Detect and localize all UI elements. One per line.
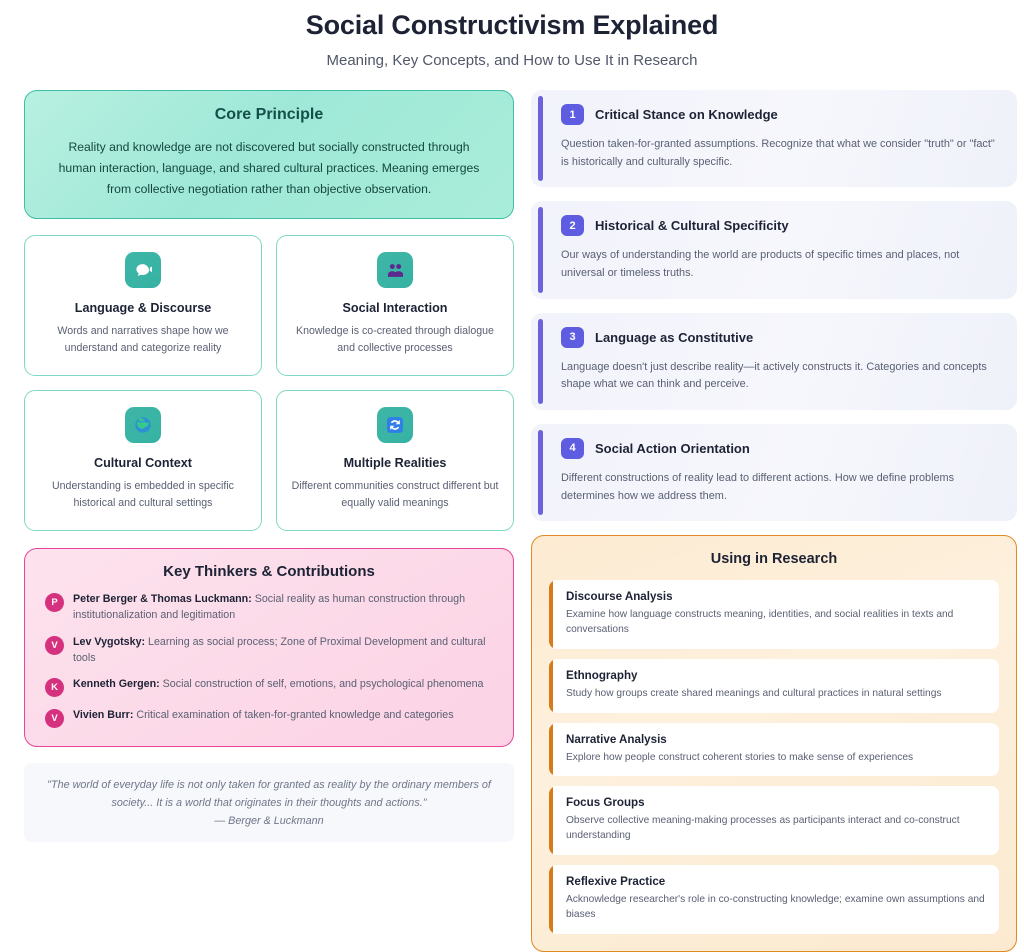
thinker-text: Lev Vygotsky: Learning as social process… bbox=[73, 635, 493, 667]
concept-description: Words and narratives shape how we unders… bbox=[57, 325, 229, 355]
thinker-initial-badge: P bbox=[45, 593, 64, 613]
core-principle-title: Core Principle bbox=[214, 106, 324, 123]
principle-number-badge: 4 bbox=[561, 437, 584, 459]
page-header: Social Constructivism Explained Meaning,… bbox=[24, 0, 1000, 69]
research-method-description: Study how groups create shared meanings … bbox=[566, 687, 942, 699]
concept-description: Knowledge is co-created through dialogue… bbox=[296, 325, 494, 355]
principle-number-badge: 2 bbox=[561, 215, 584, 237]
principle-description: Our ways of understanding the world are … bbox=[561, 249, 960, 279]
thinker-contribution: Social reality as human construction thr… bbox=[73, 593, 466, 621]
accent-bar bbox=[549, 580, 553, 649]
concept-card-cultural-context[interactable]: Cultural Context Understanding is embedd… bbox=[24, 390, 262, 532]
thinker-text: Vivien Burr: Critical examination of tak… bbox=[73, 708, 454, 724]
thinker-contribution: Learning as social process; Zone of Prox… bbox=[73, 635, 486, 664]
principle-header: 4 Social Action Orientation bbox=[561, 437, 999, 459]
research-method-description: Acknowledge researcher's role in co-cons… bbox=[566, 893, 985, 920]
thinker-item: V Lev Vygotsky: Learning as social proce… bbox=[45, 635, 493, 667]
research-method-name: Ethnography bbox=[566, 668, 638, 682]
research-method-description: Explore how people construct coherent st… bbox=[566, 751, 914, 763]
research-method-ethnography[interactable]: Ethnography Study how groups create shar… bbox=[549, 658, 999, 713]
accent-bar bbox=[538, 207, 543, 293]
thinker-name: Vivien Burr: bbox=[73, 709, 134, 722]
globe-icon bbox=[125, 407, 161, 444]
accent-bar bbox=[538, 429, 543, 516]
principle-header: 3 Language as Constitutive bbox=[561, 326, 999, 348]
thinker-initial-badge: K bbox=[45, 678, 64, 698]
thinker-contribution: Social construction of self, emotions, a… bbox=[159, 678, 484, 691]
principle-number-badge: 3 bbox=[561, 326, 584, 348]
principle-header: 2 Historical & Cultural Specificity bbox=[561, 215, 999, 237]
research-method-description: Examine how language constructs meaning,… bbox=[566, 609, 954, 636]
core-principle-text: Reality and knowledge are not discovered… bbox=[58, 140, 480, 197]
concept-card-grid: Language & Discourse Words and narrative… bbox=[24, 235, 514, 532]
research-method-focus-groups[interactable]: Focus Groups Observe collective meaning-… bbox=[549, 786, 999, 855]
principle-description: Different constructions of reality lead … bbox=[561, 471, 955, 502]
concept-title: Cultural Context bbox=[94, 456, 192, 471]
principle-card-1[interactable]: 1 Critical Stance on Knowledge Question … bbox=[531, 90, 1017, 188]
quote-attribution: — Berger & Luckmann bbox=[214, 815, 324, 828]
accent-bar bbox=[538, 96, 543, 182]
principle-title: Historical & Cultural Specificity bbox=[595, 218, 789, 234]
concept-description: Understanding is embedded in specific hi… bbox=[52, 480, 234, 510]
concept-title: Language & Discourse bbox=[74, 301, 212, 316]
principle-header: 1 Critical Stance on Knowledge bbox=[561, 104, 999, 125]
principle-title: Critical Stance on Knowledge bbox=[595, 107, 778, 122]
content-columns: Core Principle Reality and knowledge are… bbox=[24, 90, 1017, 952]
research-method-name: Focus Groups bbox=[566, 796, 645, 810]
accent-bar bbox=[549, 658, 553, 713]
concept-title: Multiple Realities bbox=[343, 456, 447, 471]
infographic-page: Social Constructivism Explained Meaning,… bbox=[24, 0, 1017, 952]
principle-title: Language as Constitutive bbox=[595, 329, 754, 345]
quote-block: "The world of everyday life is not only … bbox=[24, 763, 514, 843]
research-method-description: Observe collective meaning-making proces… bbox=[566, 815, 960, 842]
refresh-cycle-icon bbox=[377, 407, 413, 444]
page-title: Social Constructivism Explained bbox=[305, 10, 719, 40]
principle-title: Social Action Orientation bbox=[595, 440, 750, 456]
concept-description: Different communities construct differen… bbox=[291, 480, 499, 510]
thinker-contribution: Critical examination of taken-for-grante… bbox=[133, 709, 454, 722]
concept-title: Social Interaction bbox=[342, 301, 448, 316]
research-method-name: Reflexive Practice bbox=[566, 874, 666, 888]
accent-bar bbox=[549, 864, 553, 934]
left-column: Core Principle Reality and knowledge are… bbox=[24, 90, 514, 843]
thinker-text: Peter Berger & Thomas Luckmann: Social r… bbox=[73, 592, 493, 624]
research-method-discourse-analysis[interactable]: Discourse Analysis Examine how language … bbox=[549, 580, 999, 649]
core-principle-card: Core Principle Reality and knowledge are… bbox=[24, 90, 514, 220]
research-method-reflexive-practice[interactable]: Reflexive Practice Acknowledge researche… bbox=[549, 864, 999, 934]
concept-card-multiple-realities[interactable]: Multiple Realities Different communities… bbox=[276, 390, 514, 532]
accent-bar bbox=[549, 722, 553, 777]
concept-card-social-interaction[interactable]: Social Interaction Knowledge is co-creat… bbox=[276, 235, 514, 377]
two-people-icon bbox=[377, 252, 413, 289]
principle-card-4[interactable]: 4 Social Action Orientation Different co… bbox=[531, 423, 1017, 522]
principle-card-3[interactable]: 3 Language as Constitutive Language does… bbox=[531, 312, 1017, 410]
right-column: 1 Critical Stance on Knowledge Question … bbox=[531, 90, 1017, 952]
thinker-name: Peter Berger & Thomas Luckmann: bbox=[73, 593, 252, 606]
research-method-narrative-analysis[interactable]: Narrative Analysis Explore how people co… bbox=[549, 722, 999, 777]
principle-description: Language doesn't just describe reality—i… bbox=[561, 360, 987, 391]
thinker-initial-badge: V bbox=[45, 635, 64, 655]
research-method-name: Narrative Analysis bbox=[566, 732, 667, 746]
key-thinkers-card: Key Thinkers & Contributions P Peter Ber… bbox=[24, 548, 514, 748]
thinker-item: K Kenneth Gergen: Social construction of… bbox=[45, 677, 493, 698]
thinker-text: Kenneth Gergen: Social construction of s… bbox=[73, 677, 484, 693]
using-in-research-title: Using in Research bbox=[710, 551, 838, 568]
thinker-item: V Vivien Burr: Critical examination of t… bbox=[45, 708, 493, 729]
principle-card-2[interactable]: 2 Historical & Cultural Specificity Our … bbox=[531, 201, 1017, 299]
speech-bubble-icon bbox=[125, 252, 161, 289]
thinker-item: P Peter Berger & Thomas Luckmann: Social… bbox=[45, 592, 493, 624]
principle-number-badge: 1 bbox=[561, 104, 584, 125]
thinker-initial-badge: V bbox=[45, 709, 64, 729]
concept-card-language-discourse[interactable]: Language & Discourse Words and narrative… bbox=[24, 235, 262, 377]
accent-bar bbox=[549, 786, 553, 855]
page-subtitle: Meaning, Key Concepts, and How to Use It… bbox=[326, 52, 698, 69]
quote-text: "The world of everyday life is not only … bbox=[47, 779, 491, 809]
thinker-name: Kenneth Gergen: bbox=[73, 678, 160, 691]
research-method-name: Discourse Analysis bbox=[566, 590, 673, 604]
principle-description: Question taken-for-granted assumptions. … bbox=[561, 138, 995, 168]
using-in-research-card: Using in Research Discourse Analysis Exa… bbox=[531, 535, 1017, 952]
thinker-name: Lev Vygotsky: bbox=[73, 635, 146, 648]
key-thinkers-title: Key Thinkers & Contributions bbox=[163, 563, 375, 581]
accent-bar bbox=[538, 318, 543, 404]
